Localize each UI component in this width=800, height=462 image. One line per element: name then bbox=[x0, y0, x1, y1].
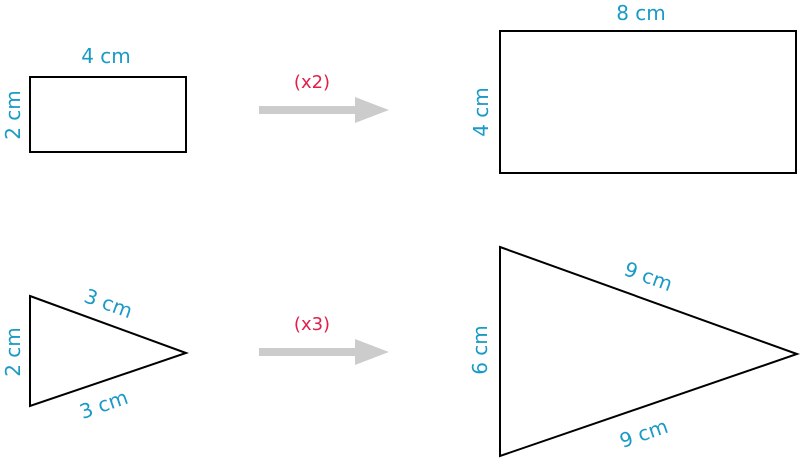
large-rectangle bbox=[499, 30, 797, 174]
large-rectangle-width-label: 8 cm bbox=[616, 1, 666, 25]
small-triangle-base-label: 2 cm bbox=[1, 327, 25, 377]
triangle-scale-arrow-icon bbox=[259, 339, 389, 365]
rectangle-scale-arrow-icon bbox=[259, 97, 389, 123]
large-triangle bbox=[499, 245, 800, 458]
small-rectangle-height-label: 2 cm bbox=[1, 90, 25, 140]
small-rectangle bbox=[29, 76, 187, 153]
small-triangle-lower-side-label: 3 cm bbox=[76, 385, 131, 424]
large-triangle-upper-side-label: 9 cm bbox=[621, 257, 676, 297]
triangle-scale-factor-label: (x3) bbox=[294, 314, 330, 335]
small-triangle bbox=[29, 294, 190, 408]
large-triangle-lower-side-label: 9 cm bbox=[616, 414, 671, 453]
rectangle-scale-factor-label: (x2) bbox=[294, 72, 330, 93]
large-rectangle-height-label: 4 cm bbox=[469, 87, 493, 137]
small-rectangle-width-label: 4 cm bbox=[81, 44, 131, 68]
large-triangle-base-label: 6 cm bbox=[468, 325, 492, 375]
